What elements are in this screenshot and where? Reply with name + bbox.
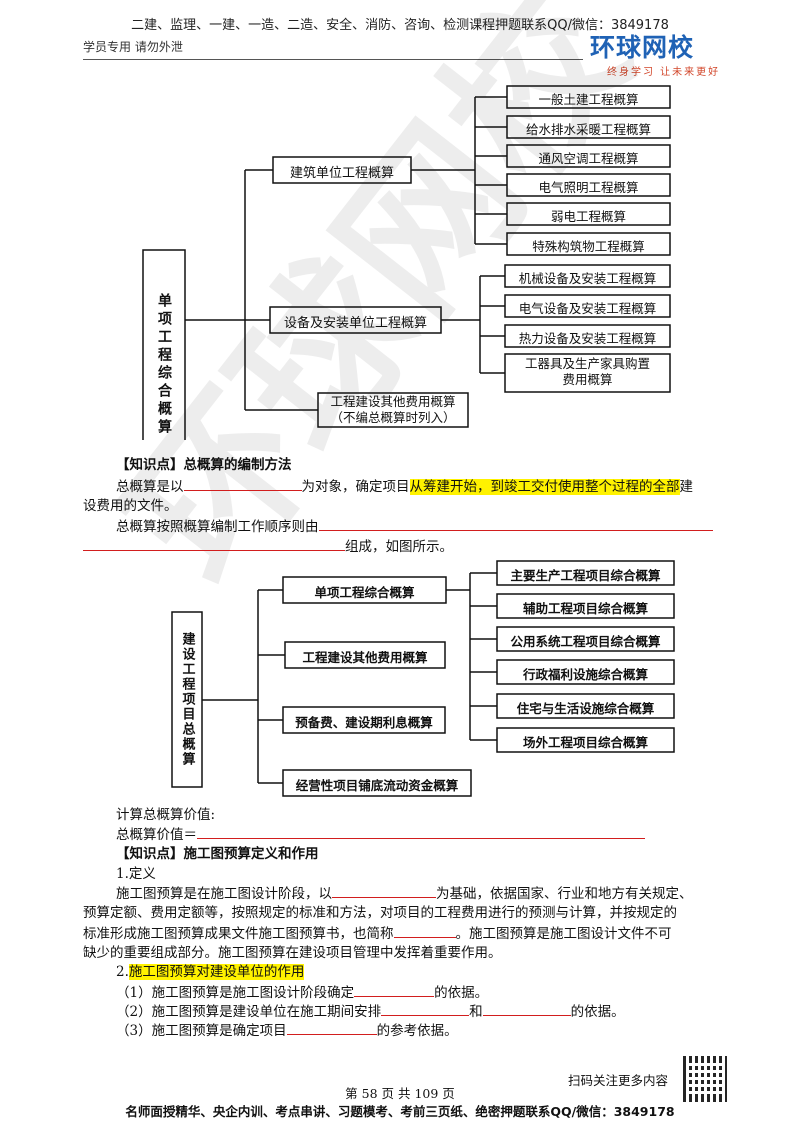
- role-title: 2.施工图预算对建设单位的作用: [116, 964, 305, 980]
- blank-field: [354, 982, 435, 997]
- definition-line-3: 标准形成施工图预算成果文件施工图预算书，也简称。施工图预算是施工图设计文件不可: [83, 923, 743, 944]
- qr-code-icon: [683, 1056, 727, 1102]
- diagram1-other-line1: 工程建设其他费用概算: [330, 394, 456, 409]
- diagram2-leaf: 行政福利设施综合概算: [522, 667, 648, 682]
- diagram2-leaf: 场外工程项目综合概算: [522, 735, 648, 750]
- blank-field: [332, 883, 436, 898]
- blank-field: [482, 1001, 571, 1016]
- role-item-2: （2）施工图预算是建设单位在施工期间安排和的依据。: [116, 1001, 625, 1022]
- diagram1-branch-other: 工程建设其他费用概算 （不编总概算时列入）: [318, 394, 468, 426]
- section1-paragraph2-cont: 组成，如图所示。: [83, 536, 453, 557]
- diagram2-leaf: 住宅与生活设施综合概算: [516, 701, 655, 716]
- calc-line-2: 总概算价值＝: [116, 824, 645, 845]
- blank-field: [381, 1001, 470, 1016]
- header-left-text: 学员专用 请勿外泄: [83, 40, 183, 54]
- diagram1-branch-equipment: 设备及安装单位工程概算: [283, 316, 427, 331]
- definition-line-1: 施工图预算是在施工图设计阶段，以为基础，依据国家、行业和地方有关规定、: [116, 883, 736, 904]
- blank-field: [197, 824, 645, 839]
- diagram1-leaf: 弱电工程概算: [550, 209, 626, 224]
- role-item-1: （1）施工图预算是施工图设计阶段确定的依据。: [116, 982, 488, 1003]
- brand-slogan: 终身学习 让未来更好: [607, 67, 721, 78]
- blank-field: [286, 1020, 377, 1035]
- diagram-total-estimate: [171, 560, 675, 797]
- diagram1-leaf-line: 工器具及生产家具购置: [524, 356, 650, 371]
- diagram2-branch: 工程建设其他费用概算: [302, 650, 428, 665]
- diagram1-leaf: 热力设备及安装工程概算: [518, 331, 657, 346]
- section1-paragraph1-cont: 设费用的文件。: [83, 498, 178, 514]
- blank-field: [318, 516, 713, 531]
- scan-prompt: 扫码关注更多内容: [568, 1073, 669, 1088]
- diagram1-branch-building: 建筑单位工程概算: [289, 166, 394, 181]
- diagram1-leaf: 电气设备及安装工程概算: [518, 301, 657, 316]
- section1-paragraph2: 总概算按照概算编制工作顺序则由: [116, 516, 736, 537]
- diagram-single-project-estimate: [142, 85, 671, 440]
- brand-logo: 环球网校: [590, 33, 695, 62]
- diagram2-branch: 经营性项目铺底流动资金概算: [295, 778, 459, 793]
- section2-heading: 【知识点】施工图预算定义和作用: [116, 846, 319, 862]
- footer-text: 名师面授精华、央企内训、考点串讲、习题模考、考前三页纸、绝密押题联系QQ/微信：…: [125, 1104, 675, 1119]
- diagram1-leaf-tools: 工器具及生产家具购置 费用概算: [505, 356, 670, 388]
- header-top-text: 二建、监理、一建、一造、二造、安全、消防、咨询、检测课程押题联系QQ/微信：38…: [131, 18, 669, 33]
- definition-title: 1.定义: [116, 866, 156, 882]
- diagram1-leaf: 一般土建工程概算: [538, 92, 639, 107]
- blank-field: [183, 476, 302, 491]
- diagram2-branch: 预备费、建设期利息概算: [295, 715, 433, 730]
- calc-line-1: 计算总概算价值:: [116, 807, 216, 823]
- definition-line-4: 缺少的重要组成部分。施工图预算在建设项目管理中发挥着重要作用。: [83, 945, 502, 961]
- highlight: 施工图预算对建设单位的作用: [128, 964, 305, 980]
- highlight: 从筹建开始，到竣工交付使用整个过程的全部: [409, 479, 680, 495]
- header-divider: [83, 59, 583, 60]
- diagram1-leaf: 通风空调工程概算: [538, 151, 639, 166]
- diagram1-other-line2: （不编总概算时列入）: [330, 410, 456, 425]
- diagram1-leaf: 特殊构筑物工程概算: [532, 239, 645, 254]
- diagram2-leaf: 主要生产工程项目综合概算: [510, 568, 661, 583]
- diagram1-leaf-line: 费用概算: [562, 372, 613, 387]
- diagram1-root: 单项工程综合概算: [156, 293, 172, 437]
- diagram2-leaf: 辅助工程项目综合概算: [522, 601, 648, 616]
- role-item-3: （3）施工图预算是确定项目的参考依据。: [116, 1020, 458, 1041]
- diagram1-leaf: 给水排水采暖工程概算: [525, 122, 651, 137]
- blank-field: [393, 923, 456, 938]
- diagram1-leaf: 机械设备及安装工程概算: [518, 271, 657, 286]
- diagram1-leaf: 电气照明工程概算: [538, 180, 639, 195]
- diagram2-root: 建设工程项目总概算: [179, 632, 195, 767]
- section1-paragraph1: 总概算是以为对象，确定项目从筹建开始，到竣工交付使用整个过程的全部建: [116, 476, 736, 497]
- diagram2-branch: 单项工程综合概算: [314, 585, 415, 600]
- page-number: 第 58 页 共 109 页: [345, 1086, 455, 1101]
- definition-line-2: 预算定额、费用定额等，按照规定的标准和方法，对项目的工程费用进行的预测与计算，并…: [83, 905, 677, 921]
- blank-field: [83, 536, 345, 551]
- section1-heading: 【知识点】总概算的编制方法: [116, 457, 292, 473]
- diagram2-leaf: 公用系统工程项目综合概算: [510, 634, 661, 649]
